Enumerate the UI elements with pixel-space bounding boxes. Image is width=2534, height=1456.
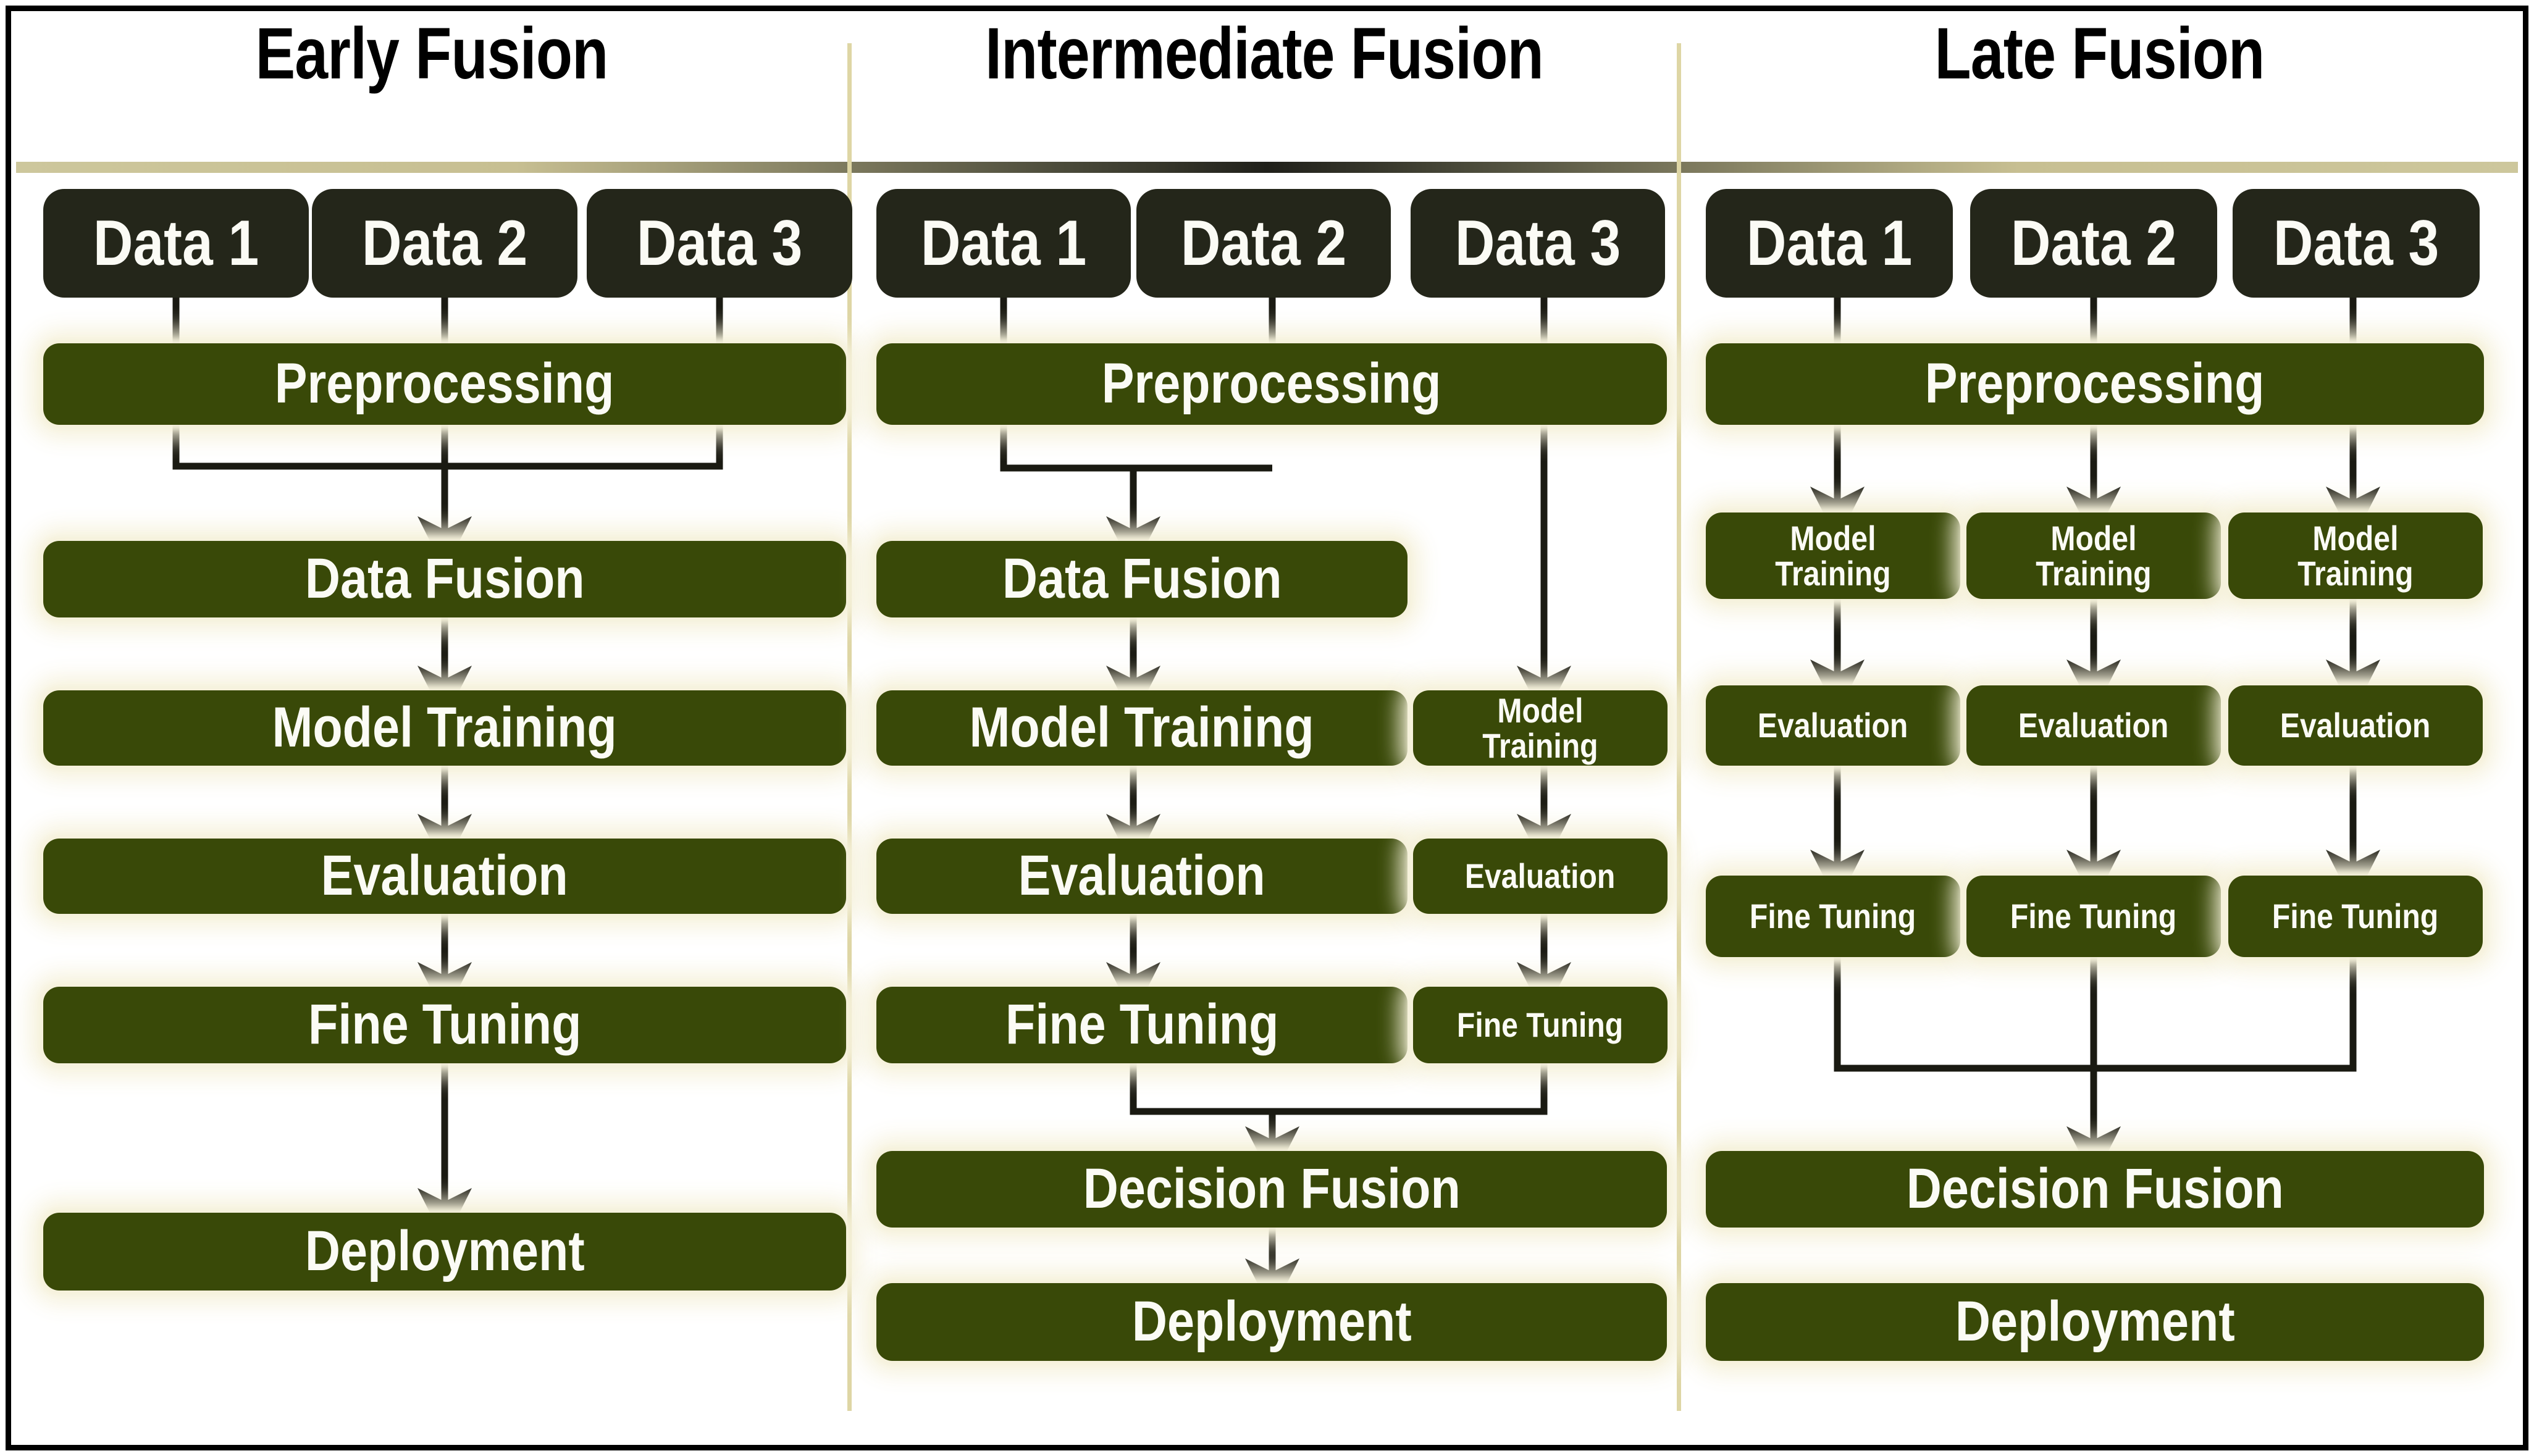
c3-evaluation-3-label: Evaluation — [2280, 706, 2431, 745]
c3-evaluation-3-box[interactable]: Evaluation — [2228, 685, 2483, 766]
c3-deployment-label: Deployment — [1955, 1290, 2235, 1353]
c3-fine-tuning-2-box[interactable]: Fine Tuning — [1966, 876, 2221, 957]
c3-model-training-2-label: Model Training — [2036, 518, 2152, 593]
c3-model-training-1-label: Model Training — [1775, 518, 1891, 593]
c2-branch-fine-tuning-box[interactable]: Fine Tuning — [1413, 987, 1668, 1063]
c2-data-2-label: Data 2 — [1180, 207, 1347, 279]
c1-fine-tuning-box[interactable]: Fine Tuning — [43, 987, 846, 1063]
c2-data-fusion-box[interactable]: Data Fusion — [876, 541, 1408, 617]
c3-decision-fusion-label: Decision Fusion — [1906, 1157, 2284, 1221]
c2-evaluation-box[interactable]: Evaluation — [876, 839, 1408, 914]
c2-branch-evaluation-label: Evaluation — [1465, 856, 1616, 896]
c1-data-fusion-label: Data Fusion — [304, 547, 585, 611]
c2-decision-fusion-label: Decision Fusion — [1083, 1157, 1461, 1221]
c2-deployment-box[interactable]: Deployment — [876, 1283, 1667, 1361]
c3-preprocessing-label: Preprocessing — [1925, 352, 2265, 416]
c2-data-3-box[interactable]: Data 3 — [1411, 189, 1665, 298]
column-title-intermediate-fusion: Intermediate Fusion — [985, 13, 1544, 94]
c2-branch-model-training-box[interactable]: Model Training — [1413, 690, 1668, 766]
column-title-early-fusion: Early Fusion — [255, 13, 609, 94]
c3-data-2-box[interactable]: Data 2 — [1970, 189, 2217, 298]
c1-data-2-label: Data 2 — [361, 207, 528, 279]
c2-data-2-box[interactable]: Data 2 — [1136, 189, 1391, 298]
column-divider-2 — [1677, 43, 1681, 1411]
c2-fine-tuning-label: Fine Tuning — [1005, 993, 1279, 1056]
c1-evaluation-label: Evaluation — [321, 844, 569, 908]
c2-decision-fusion-box[interactable]: Decision Fusion — [876, 1151, 1667, 1228]
c3-evaluation-2-label: Evaluation — [2018, 706, 2169, 745]
column-divider-1 — [847, 43, 852, 1411]
c3-evaluation-2-box[interactable]: Evaluation — [1966, 685, 2221, 766]
c3-fine-tuning-1-label: Fine Tuning — [1750, 897, 1916, 936]
c3-model-training-3-box[interactable]: Model Training — [2228, 513, 2483, 599]
c1-data-1-label: Data 1 — [93, 207, 259, 279]
c3-data-1-box[interactable]: Data 1 — [1706, 189, 1953, 298]
c3-model-training-3-label: Model Training — [2297, 518, 2414, 593]
c3-data-3-box[interactable]: Data 3 — [2233, 189, 2480, 298]
column-title-late-fusion: Late Fusion — [1934, 13, 2265, 94]
c1-deployment-box[interactable]: Deployment — [43, 1213, 846, 1291]
c3-data-3-label: Data 3 — [2273, 207, 2440, 279]
title-rule — [16, 162, 2518, 173]
c1-data-fusion-box[interactable]: Data Fusion — [43, 541, 846, 617]
c3-fine-tuning-1-box[interactable]: Fine Tuning — [1706, 876, 1960, 957]
c3-data-1-label: Data 1 — [1746, 207, 1913, 279]
c2-branch-model-training-label: Model Training — [1482, 690, 1598, 765]
c3-data-2-label: Data 2 — [2010, 207, 2177, 279]
c1-preprocessing-box[interactable]: Preprocessing — [43, 343, 846, 425]
c2-model-training-label: Model Training — [969, 696, 1315, 759]
c3-model-training-1-box[interactable]: Model Training — [1706, 513, 1960, 599]
c1-evaluation-box[interactable]: Evaluation — [43, 839, 846, 914]
c2-data-fusion-label: Data Fusion — [1002, 547, 1282, 611]
c1-model-training-box[interactable]: Model Training — [43, 690, 846, 766]
c1-data-1-box[interactable]: Data 1 — [43, 189, 309, 298]
c3-fine-tuning-3-box[interactable]: Fine Tuning — [2228, 876, 2483, 957]
c3-fine-tuning-3-label: Fine Tuning — [2272, 897, 2439, 936]
c2-fine-tuning-box[interactable]: Fine Tuning — [876, 987, 1408, 1063]
c2-branch-fine-tuning-label: Fine Tuning — [1457, 1005, 1624, 1045]
c2-deployment-label: Deployment — [1131, 1290, 1412, 1353]
c1-fine-tuning-label: Fine Tuning — [308, 993, 582, 1056]
c2-data-1-box[interactable]: Data 1 — [876, 189, 1131, 298]
c3-evaluation-1-label: Evaluation — [1758, 706, 1908, 745]
c2-data-3-label: Data 3 — [1454, 207, 1621, 279]
c3-fine-tuning-2-label: Fine Tuning — [2010, 897, 2177, 936]
c2-data-1-label: Data 1 — [920, 207, 1087, 279]
c1-deployment-label: Deployment — [304, 1220, 585, 1283]
c3-evaluation-1-box[interactable]: Evaluation — [1706, 685, 1960, 766]
c2-preprocessing-box[interactable]: Preprocessing — [876, 343, 1667, 425]
c3-deployment-box[interactable]: Deployment — [1706, 1283, 2484, 1361]
c1-data-3-label: Data 3 — [636, 207, 803, 279]
c2-branch-evaluation-box[interactable]: Evaluation — [1413, 839, 1668, 914]
c2-evaluation-label: Evaluation — [1018, 844, 1266, 908]
c1-data-3-box[interactable]: Data 3 — [587, 189, 852, 298]
c3-preprocessing-box[interactable]: Preprocessing — [1706, 343, 2484, 425]
c1-data-2-box[interactable]: Data 2 — [312, 189, 577, 298]
c1-model-training-label: Model Training — [272, 696, 618, 759]
c1-preprocessing-label: Preprocessing — [275, 352, 615, 416]
c2-preprocessing-label: Preprocessing — [1102, 352, 1441, 416]
c3-decision-fusion-box[interactable]: Decision Fusion — [1706, 1151, 2484, 1228]
c2-model-training-box[interactable]: Model Training — [876, 690, 1408, 766]
c3-model-training-2-box[interactable]: Model Training — [1966, 513, 2221, 599]
